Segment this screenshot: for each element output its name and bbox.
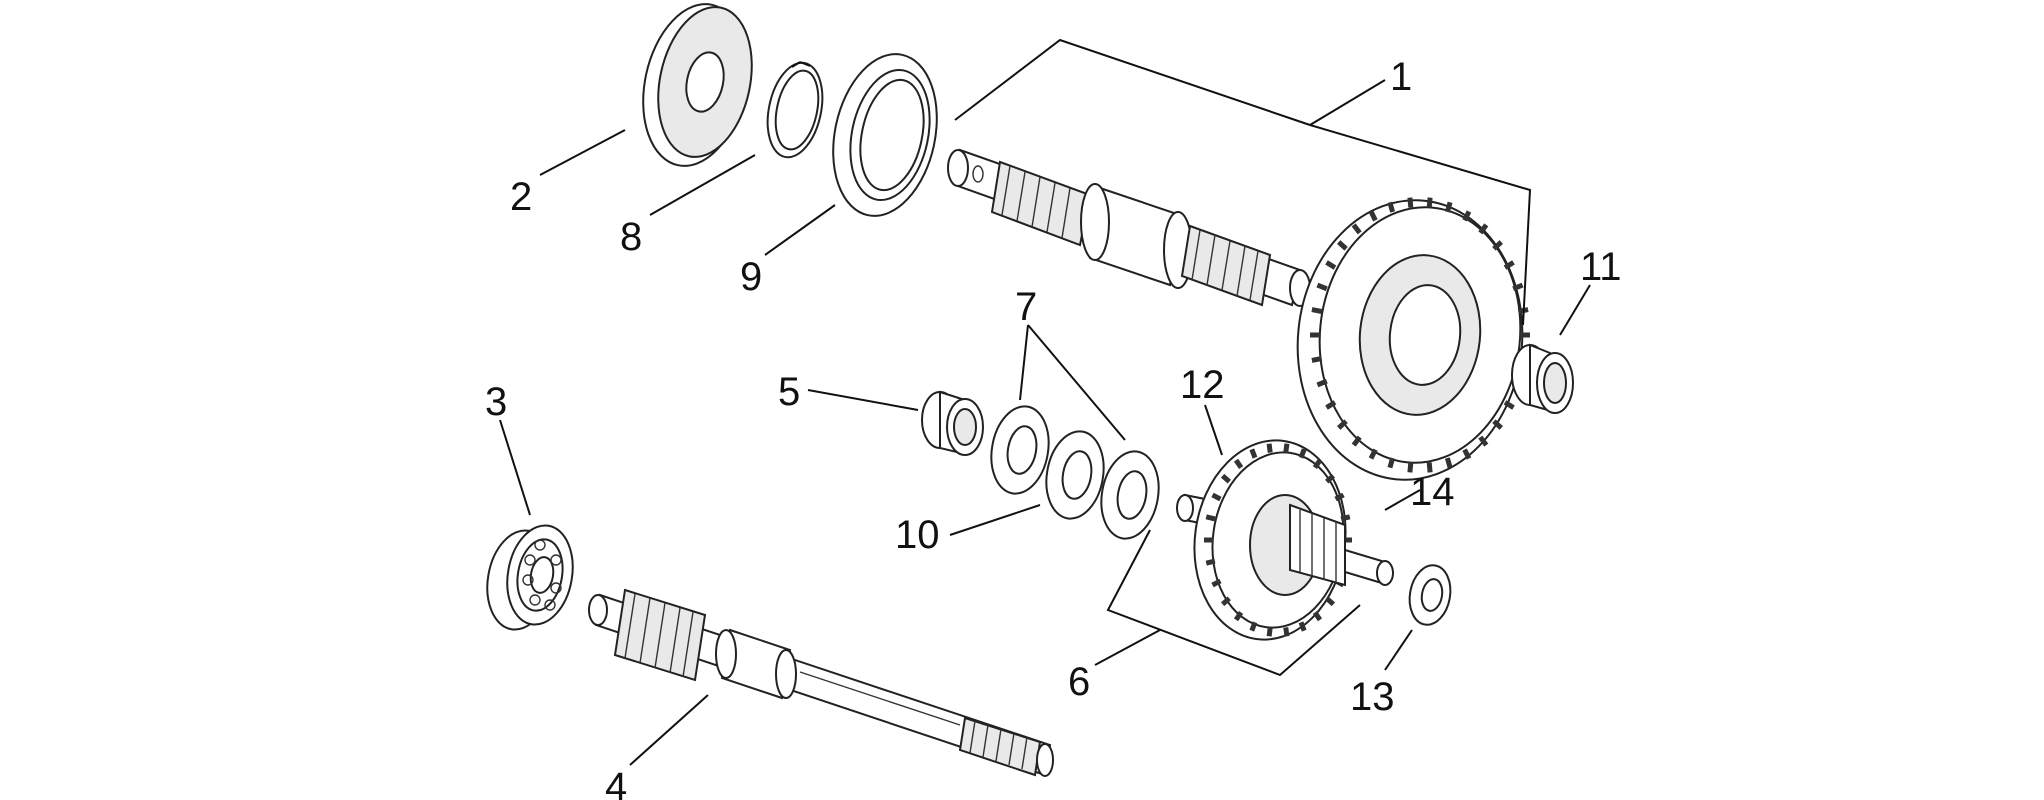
callout-8: 8 <box>620 215 642 259</box>
gear-tooth <box>1211 492 1222 502</box>
callout-6: 6 <box>1068 660 1090 704</box>
gear-tooth <box>1312 610 1323 622</box>
part-3-ball-bearing <box>486 524 574 631</box>
part-12-helical-gear <box>1193 439 1352 641</box>
gear-tooth <box>1351 435 1362 447</box>
gear-tooth <box>1337 240 1348 251</box>
large-output-gear <box>1296 197 1530 481</box>
callout-2: 2 <box>510 175 532 219</box>
gear-tooth <box>1311 356 1323 363</box>
gear-tooth <box>1492 419 1503 430</box>
gear-tooth <box>1337 419 1348 430</box>
gear-tooth <box>1211 578 1222 588</box>
gear-tooth <box>1298 448 1307 459</box>
gear-tooth <box>1426 197 1433 208</box>
gear-tooth <box>1325 260 1337 270</box>
callout-10: 10 <box>895 513 940 557</box>
leader-lines <box>499 38 1591 766</box>
part-9-oil-seal <box>832 53 938 217</box>
gear-tooth <box>1368 210 1378 222</box>
gear-tooth <box>1283 627 1290 637</box>
gear-tooth <box>1266 443 1273 453</box>
gear-tooth <box>1249 448 1258 459</box>
gear-tooth <box>1233 458 1244 470</box>
gear-tooth <box>1298 621 1307 632</box>
gear-tooth <box>1351 223 1362 235</box>
gear-tooth <box>1266 627 1273 637</box>
gear-tooth <box>1503 260 1515 270</box>
gear-tooth <box>1387 457 1396 469</box>
gear-tooth <box>1512 282 1524 292</box>
gear-tooth <box>1325 473 1336 484</box>
gear-tooth <box>1205 558 1216 566</box>
callout-12: 12 <box>1180 363 1225 407</box>
gear-tooth <box>1334 492 1345 502</box>
gear-tooth <box>1368 448 1378 460</box>
gear-tooth <box>1340 514 1351 522</box>
gear-tooth <box>1462 210 1472 222</box>
gear-tooth <box>1387 201 1396 213</box>
part-4-input-shaft <box>588 588 1054 777</box>
callout-7: 7 <box>1015 285 1037 329</box>
part-5-needle-bearing <box>921 390 984 456</box>
gear-tooth <box>1325 400 1337 410</box>
gear-tooth <box>1233 610 1244 622</box>
part-8-circlip <box>766 61 824 159</box>
gear-tooth <box>1444 201 1453 213</box>
part-11-needle-bearing <box>1511 343 1574 414</box>
gear-tooth <box>1311 307 1323 314</box>
callout-14: 14 <box>1410 470 1455 514</box>
gear-tooth <box>1407 197 1414 208</box>
part-7-10-washers <box>990 405 1160 540</box>
gear-tooth <box>1283 443 1290 453</box>
gear-tooth <box>1426 462 1433 473</box>
gear-tooth <box>1444 457 1453 469</box>
gear-tooth <box>1312 458 1323 470</box>
gear-tooth <box>1462 448 1472 460</box>
callout-3: 3 <box>485 380 507 424</box>
gear-tooth <box>1249 621 1258 632</box>
part-13-washer <box>1408 564 1452 626</box>
gear-tooth <box>1316 378 1328 388</box>
gear-tooth <box>1478 223 1489 235</box>
callout-4: 4 <box>605 765 627 800</box>
gear-tooth <box>1220 473 1231 484</box>
gear-tooth <box>1503 400 1515 410</box>
callout-11: 11 <box>1580 245 1622 289</box>
callout-13: 13 <box>1350 675 1395 719</box>
gear-tooth <box>1316 282 1328 292</box>
callout-9: 9 <box>740 255 762 299</box>
gear-tooth <box>1205 514 1216 522</box>
gear-tooth <box>1478 435 1489 447</box>
callout-1: 1 <box>1390 55 1412 99</box>
part-1-output-shaft <box>947 148 1530 481</box>
gear-tooth <box>1325 596 1336 607</box>
callout-labels: 1 2 3 4 5 6 7 8 9 10 11 12 14 13 <box>485 55 1622 800</box>
part-6-intermediate-shaft <box>1176 439 1394 641</box>
part-2-bearing <box>642 3 753 167</box>
gear-tooth <box>1492 240 1503 251</box>
gear-tooth <box>1220 596 1231 607</box>
gear-tooth <box>1407 462 1414 473</box>
callout-5: 5 <box>778 370 800 414</box>
